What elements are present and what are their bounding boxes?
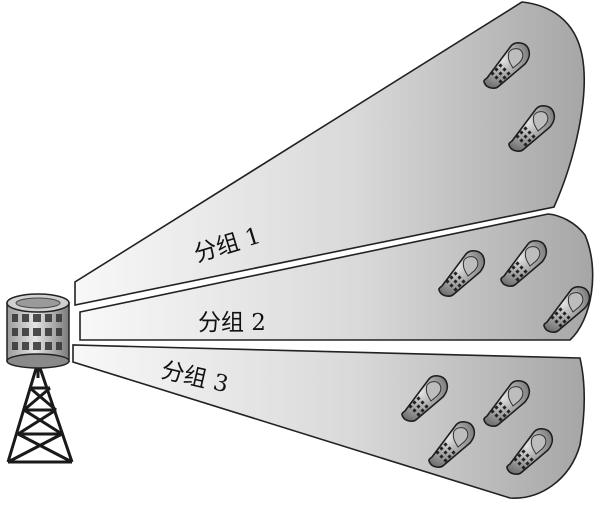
beam-3 <box>73 345 584 498</box>
beam-label-2: 分组 2 <box>198 310 266 336</box>
base-station-tower-icon <box>7 294 72 462</box>
